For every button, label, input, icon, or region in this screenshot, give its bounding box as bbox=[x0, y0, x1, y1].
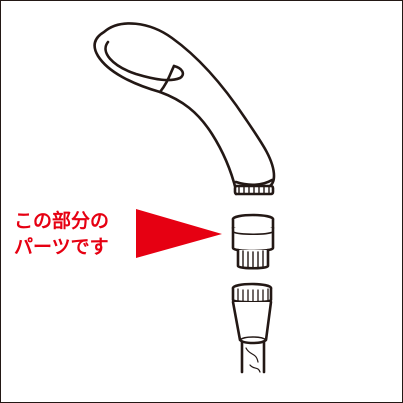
callout-line-2: パーツです bbox=[14, 236, 109, 258]
pointer-arrow-icon bbox=[136, 209, 222, 258]
callout-label: この部分の パーツです bbox=[14, 208, 140, 260]
adapter-fitting-icon bbox=[231, 213, 275, 270]
shower-head-icon bbox=[93, 22, 276, 196]
callout-line-1: この部分の bbox=[14, 210, 110, 232]
hose-connector-icon bbox=[231, 282, 273, 374]
